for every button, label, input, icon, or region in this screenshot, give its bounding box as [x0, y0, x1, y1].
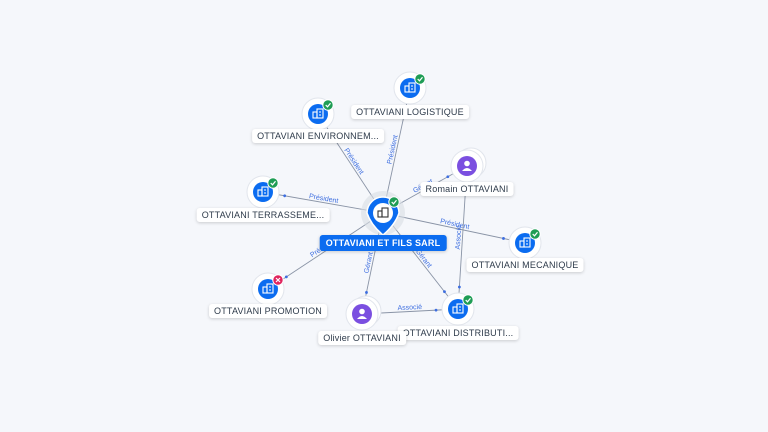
- edge-arrow: [365, 291, 368, 294]
- building-icon: [262, 283, 274, 294]
- building-icon: [452, 303, 464, 314]
- edge-arrow: [457, 285, 461, 289]
- node-label-distribution[interactable]: OTTAVIANI DISTRIBUTI...: [397, 326, 519, 340]
- nodes-layer: [246, 71, 542, 331]
- node-label-romain[interactable]: Romain OTTAVIANI: [420, 182, 514, 196]
- node-mecanique[interactable]: [508, 226, 542, 260]
- node-logistique[interactable]: [393, 71, 427, 105]
- edge-arrow: [502, 237, 505, 240]
- edge-line: [382, 212, 526, 244]
- status-active-icon: [322, 99, 334, 111]
- node-label-logistique[interactable]: OTTAVIANI LOGISTIQUE: [351, 105, 469, 119]
- node-label-olivier[interactable]: Olivier OTTAVIANI: [318, 331, 406, 345]
- edge-label: Associé: [455, 225, 464, 250]
- edge-arrow: [283, 194, 287, 198]
- building-icon: [312, 108, 324, 119]
- node-romain[interactable]: [450, 147, 487, 183]
- edge-label: Associé: [397, 304, 422, 312]
- edge-label: Président: [342, 147, 364, 176]
- edge-arrow: [284, 275, 288, 279]
- node-center[interactable]: [361, 191, 405, 236]
- edge-arrow: [434, 308, 438, 312]
- node-olivier[interactable]: [345, 295, 382, 331]
- building-icon: [404, 82, 416, 93]
- edge-label: Gérant: [363, 252, 374, 274]
- status-closed-icon: [272, 274, 284, 286]
- node-label-environnement[interactable]: OTTAVIANI ENVIRONNEM...: [252, 129, 384, 143]
- person-icon: [357, 308, 367, 319]
- status-active-icon: [388, 196, 400, 208]
- edge-label: Gérant: [414, 248, 433, 269]
- status-active-icon: [529, 228, 541, 240]
- edge-label: Président: [387, 135, 400, 165]
- node-terrassement[interactable]: [246, 175, 280, 209]
- person-icon: [462, 160, 472, 171]
- node-label-promotion[interactable]: OTTAVIANI PROMOTION: [209, 304, 327, 318]
- building-icon: [519, 237, 531, 248]
- node-promotion[interactable]: [251, 272, 285, 306]
- edge-arrow: [446, 175, 450, 179]
- status-active-icon: [462, 294, 474, 306]
- edge-label: Président: [440, 218, 470, 231]
- node-label-center[interactable]: OTTAVIANI ET FILS SARL: [319, 235, 447, 251]
- node-label-terrassement[interactable]: OTTAVIANI TERRASSEME...: [196, 208, 330, 222]
- status-active-icon: [414, 73, 426, 85]
- node-environnement[interactable]: [301, 97, 335, 131]
- building-icon: [257, 186, 269, 197]
- edge-label: Président: [308, 193, 338, 205]
- status-active-icon: [267, 177, 279, 189]
- edge-arrow: [443, 290, 446, 294]
- node-distribution[interactable]: [441, 292, 475, 326]
- building-icon: [377, 207, 389, 218]
- node-label-mecanique[interactable]: OTTAVIANI MECANIQUE: [466, 258, 584, 272]
